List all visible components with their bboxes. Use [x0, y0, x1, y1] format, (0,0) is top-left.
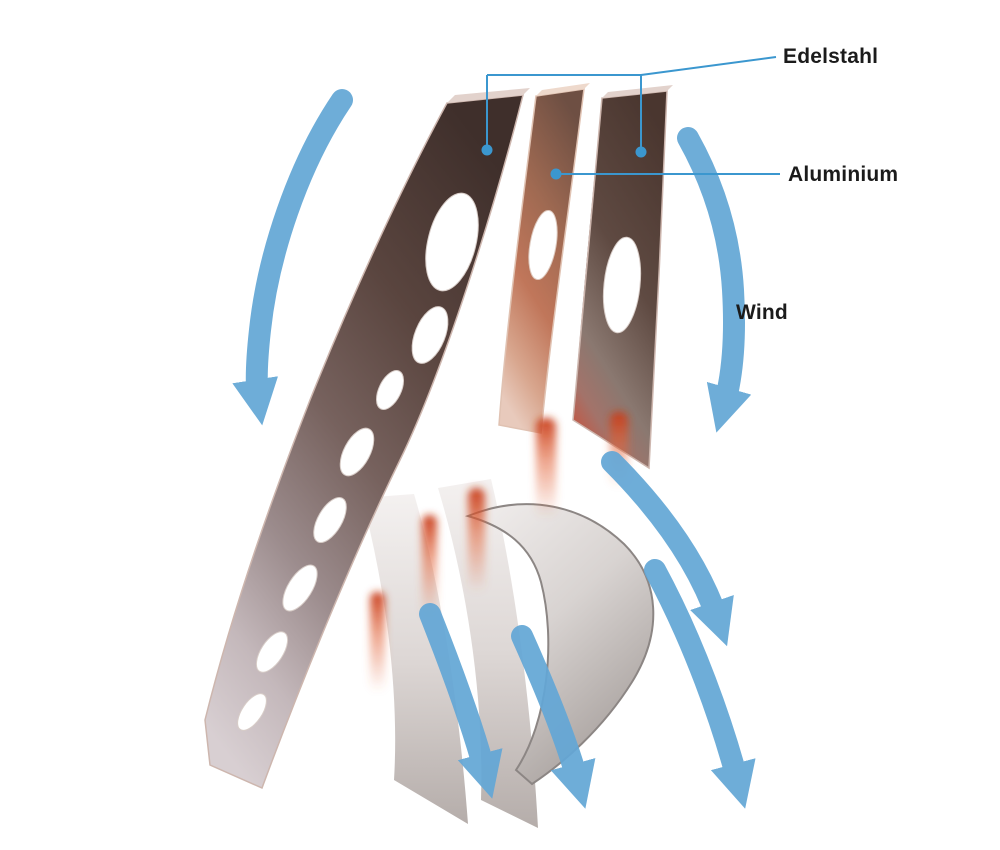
wind-arrow-exit-icon — [419, 603, 503, 799]
callout-dot-steel-right — [635, 146, 647, 158]
heat-streak — [422, 515, 437, 620]
callout-lines — [486, 56, 780, 175]
wind-arrows-upper — [232, 89, 752, 433]
rotor-surface-band-left — [362, 494, 468, 824]
wind-arrow-exit-icon — [511, 625, 596, 809]
wind-arrow-exit-icon — [601, 451, 734, 647]
label-edelstahl: Edelstahl — [783, 45, 879, 68]
callout-dot-steel-left — [481, 144, 493, 156]
callout-dots — [481, 144, 647, 180]
wind-arrows-lower — [419, 451, 756, 809]
label-aluminium: Aluminium — [788, 163, 899, 186]
wind-arrow-exit-icon — [644, 559, 756, 809]
vent-hole-right — [602, 236, 642, 334]
steel-layer-left-top-edge — [447, 88, 530, 103]
rotor-layers — [204, 83, 673, 828]
wind-arrow-top-right-icon — [677, 127, 752, 433]
heat-streak — [468, 488, 485, 593]
rotor-surface-band-middle — [438, 479, 538, 828]
callout-lead-to-edelstahl — [640, 56, 777, 76]
label-wind: Wind — [736, 301, 788, 324]
aluminium-core-top-edge — [536, 83, 590, 96]
callout-dot-aluminium — [550, 168, 562, 180]
heat-streak — [536, 418, 556, 518]
vent-holes-left — [237, 192, 479, 731]
heat-streak — [370, 592, 385, 692]
steel-layer-right-top-edge — [602, 85, 673, 98]
rotor-surface-blade — [464, 503, 655, 786]
wind-arrow-top-left-icon — [232, 89, 353, 426]
vent-hole-aluminium — [528, 209, 558, 281]
